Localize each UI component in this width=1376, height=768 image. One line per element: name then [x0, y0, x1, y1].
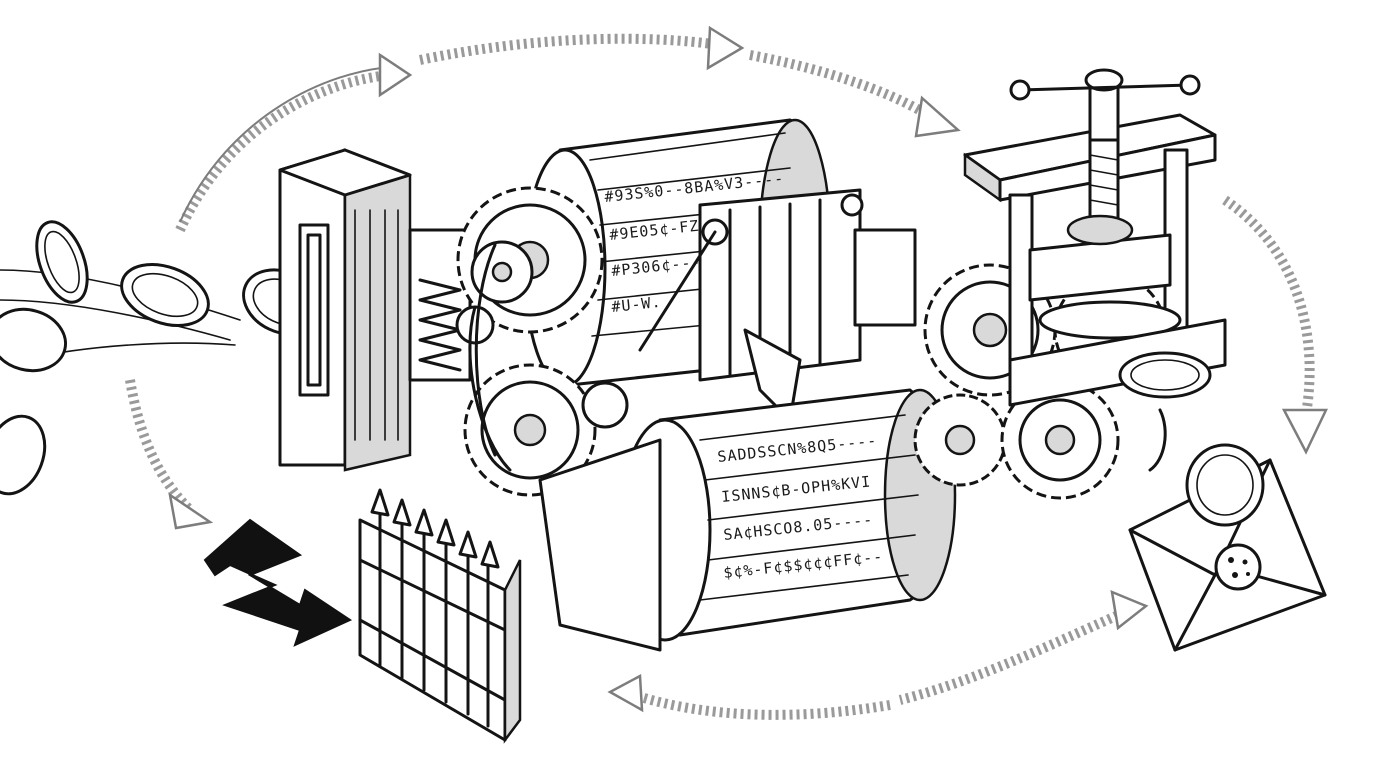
lower-drum: SADDSSCN%8Q5---- ISNNS¢B-OPH%KVI SA¢HSCO… [538, 381, 957, 652]
coin-icon [0, 307, 68, 373]
output-area [1118, 351, 1327, 652]
arrow-head-bottom-right-icon [1110, 589, 1149, 631]
coin-icon [35, 220, 89, 304]
blocked-path [203, 488, 522, 744]
fence-icon [358, 488, 522, 744]
coin-slot-block [278, 148, 472, 472]
arrow-head-bottom-icon [607, 673, 644, 713]
arrow-head-top-icon [706, 25, 745, 71]
cycle-arrows [125, 25, 1328, 720]
drum-upper-line-4: #U-W. [611, 293, 663, 316]
arrow-head-left-icon [168, 492, 214, 530]
left-gears [455, 186, 604, 497]
stamp-frame [638, 188, 917, 422]
arrow-head-top-left-icon [378, 52, 413, 98]
lightning-arrow-icon [203, 518, 353, 647]
cookie-icon [1214, 543, 1262, 591]
coin-icon [0, 414, 47, 496]
coin-icon [1185, 443, 1265, 527]
coin-icon [120, 263, 210, 327]
coin-press [963, 68, 1227, 407]
arrow-head-top-right-icon [914, 95, 961, 138]
arrow-head-right-icon [1281, 408, 1328, 455]
